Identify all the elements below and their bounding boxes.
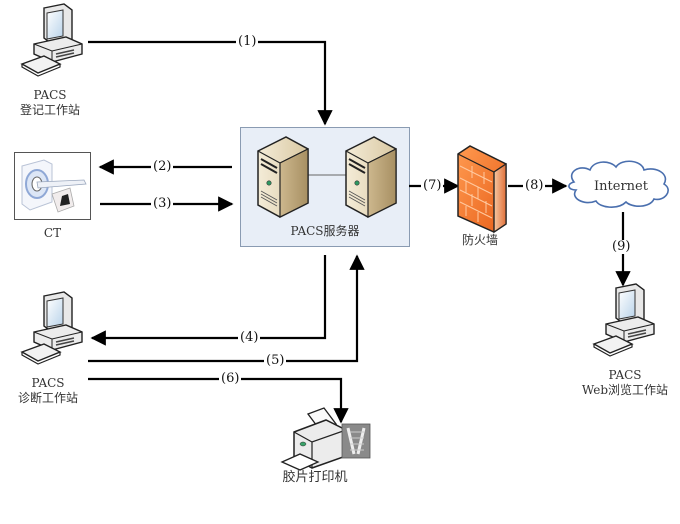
edge-label-9: (9) bbox=[610, 239, 633, 254]
registration-label-line2: 登记工作站 bbox=[19, 103, 80, 117]
edge-label-3: (3) bbox=[151, 196, 174, 211]
ct-label: CT bbox=[43, 226, 62, 240]
edge-label-1: (1) bbox=[236, 34, 259, 49]
diagnosis-workstation-icon bbox=[21, 291, 83, 365]
edge-6 bbox=[88, 377, 349, 424]
web-label: PACS Web浏览工作站 bbox=[570, 368, 680, 398]
firewall-icon bbox=[457, 145, 507, 234]
registration-label-line1: PACS bbox=[33, 88, 67, 102]
edge-label-8: (8) bbox=[523, 178, 546, 193]
server-label: PACS服务器 bbox=[290, 224, 360, 238]
internet-label: Internet bbox=[594, 179, 648, 194]
edge-1 bbox=[88, 40, 333, 126]
diagnosis-label-line2: 诊断工作站 bbox=[17, 391, 78, 405]
edge-label-6: (6) bbox=[219, 371, 242, 386]
firewall-label: 防火墙 bbox=[461, 233, 498, 247]
edge-label-5: (5) bbox=[264, 353, 287, 368]
ct-scanner-icon bbox=[21, 159, 87, 213]
edge-5 bbox=[88, 254, 365, 363]
registration-workstation-icon bbox=[21, 3, 83, 77]
edge-4 bbox=[90, 255, 327, 346]
web-label-line2: Web浏览工作站 bbox=[581, 383, 669, 397]
edge-label-4: (4) bbox=[238, 330, 261, 345]
internet-cloud-icon bbox=[568, 160, 669, 208]
edge-label-2: (2) bbox=[151, 159, 174, 174]
edge-label-7: (7) bbox=[421, 178, 444, 193]
web-label-line1: PACS bbox=[608, 368, 642, 382]
server-icon-2 bbox=[345, 136, 397, 218]
diagnosis-label: PACS 诊断工作站 bbox=[6, 376, 90, 406]
web-workstation-icon bbox=[593, 283, 655, 357]
film-printer-icon bbox=[280, 407, 371, 471]
diagnosis-label-line1: PACS bbox=[31, 376, 65, 390]
registration-label: PACS 登记工作站 bbox=[10, 88, 90, 118]
server-icon-1 bbox=[257, 136, 309, 218]
printer-label: 胶片打印机 bbox=[282, 470, 348, 485]
